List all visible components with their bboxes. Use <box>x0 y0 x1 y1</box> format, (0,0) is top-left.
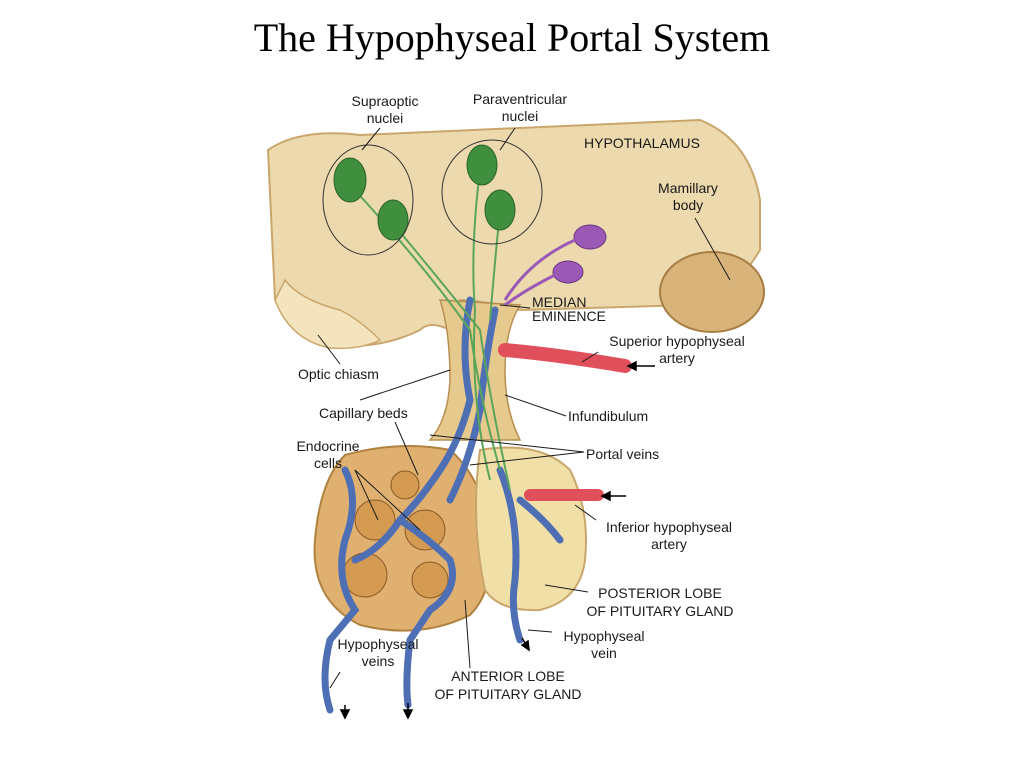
endocrine-cells <box>342 470 449 599</box>
leader-mamillary <box>694 217 731 281</box>
optic-chiasm <box>274 278 382 350</box>
leader-paraventricular <box>499 127 516 151</box>
leader-superior-artery <box>581 351 599 363</box>
leader-median-eminence <box>499 304 531 309</box>
label-infundibulum: Infundibulum <box>568 408 648 424</box>
leader-supraoptic <box>361 127 381 151</box>
leader-portal-veins <box>429 434 585 453</box>
paraventricular-neurons <box>441 139 543 245</box>
label-optic-chiasm: Optic chiasm <box>298 366 379 382</box>
posterior-lobe <box>475 446 587 612</box>
label-capillary-beds: Capillary beds <box>319 405 408 421</box>
slide-title: The Hypophyseal Portal System <box>253 15 771 60</box>
leader-hypophyseal-veins <box>329 671 341 689</box>
label-hypothalamus: HYPOTHALAMUS <box>584 135 700 151</box>
leader-capillary-beds-2 <box>394 421 419 476</box>
leader-anterior-lobe <box>464 599 471 669</box>
leader-endocrine-2 <box>354 469 421 531</box>
superior-hypophyseal-artery <box>498 343 632 373</box>
label-portal-veins: Portal veins <box>586 446 659 462</box>
leader-posterior-lobe <box>544 584 589 593</box>
leader-capillary-beds <box>359 369 451 401</box>
hypothalamic-neurons-purple <box>503 224 607 307</box>
leader-optic-chiasm <box>317 334 341 365</box>
flow-arrows <box>339 360 655 720</box>
mamillary-body <box>659 251 765 333</box>
leader-hypophyseal-vein <box>527 629 553 633</box>
supraoptic-neurons <box>322 144 414 256</box>
leader-portal-veins-2 <box>469 451 585 466</box>
leader-endocrine <box>354 469 379 521</box>
leader-inferior-artery <box>574 504 597 521</box>
leader-infundibulum <box>504 394 567 417</box>
portal-vein-network <box>321 296 564 714</box>
